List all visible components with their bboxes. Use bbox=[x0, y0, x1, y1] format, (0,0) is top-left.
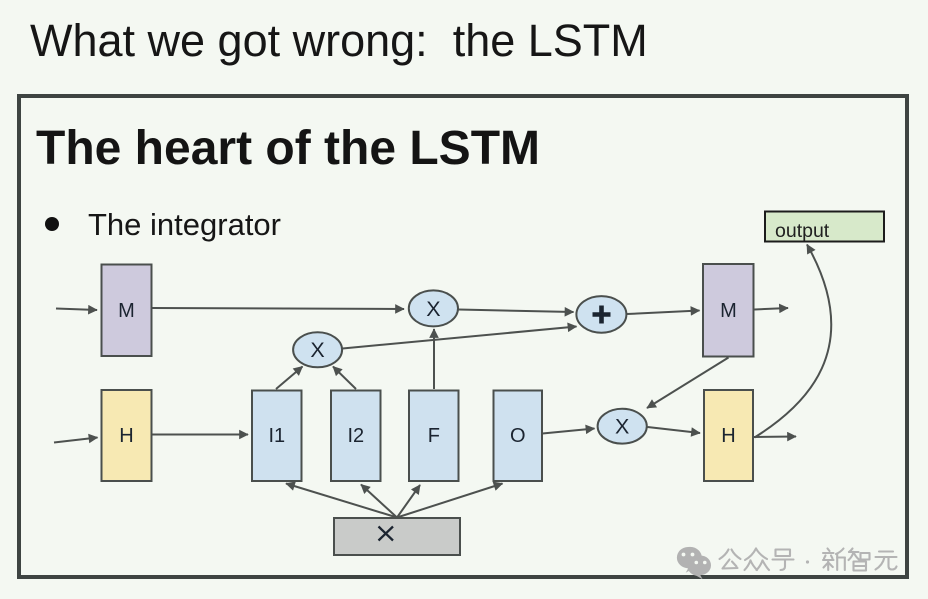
svg-text:X: X bbox=[615, 415, 629, 439]
svg-text:M: M bbox=[118, 300, 135, 322]
svg-text:M: M bbox=[720, 300, 737, 322]
svg-text:I1: I1 bbox=[268, 425, 285, 447]
svg-text:H: H bbox=[721, 425, 735, 447]
svg-text:O: O bbox=[510, 425, 526, 447]
svg-text:output: output bbox=[775, 220, 830, 242]
svg-text:X: X bbox=[310, 338, 324, 362]
svg-text:X: X bbox=[426, 297, 440, 321]
svg-text:H: H bbox=[119, 425, 133, 447]
svg-text:I2: I2 bbox=[347, 425, 364, 447]
svg-text:F: F bbox=[428, 425, 440, 447]
